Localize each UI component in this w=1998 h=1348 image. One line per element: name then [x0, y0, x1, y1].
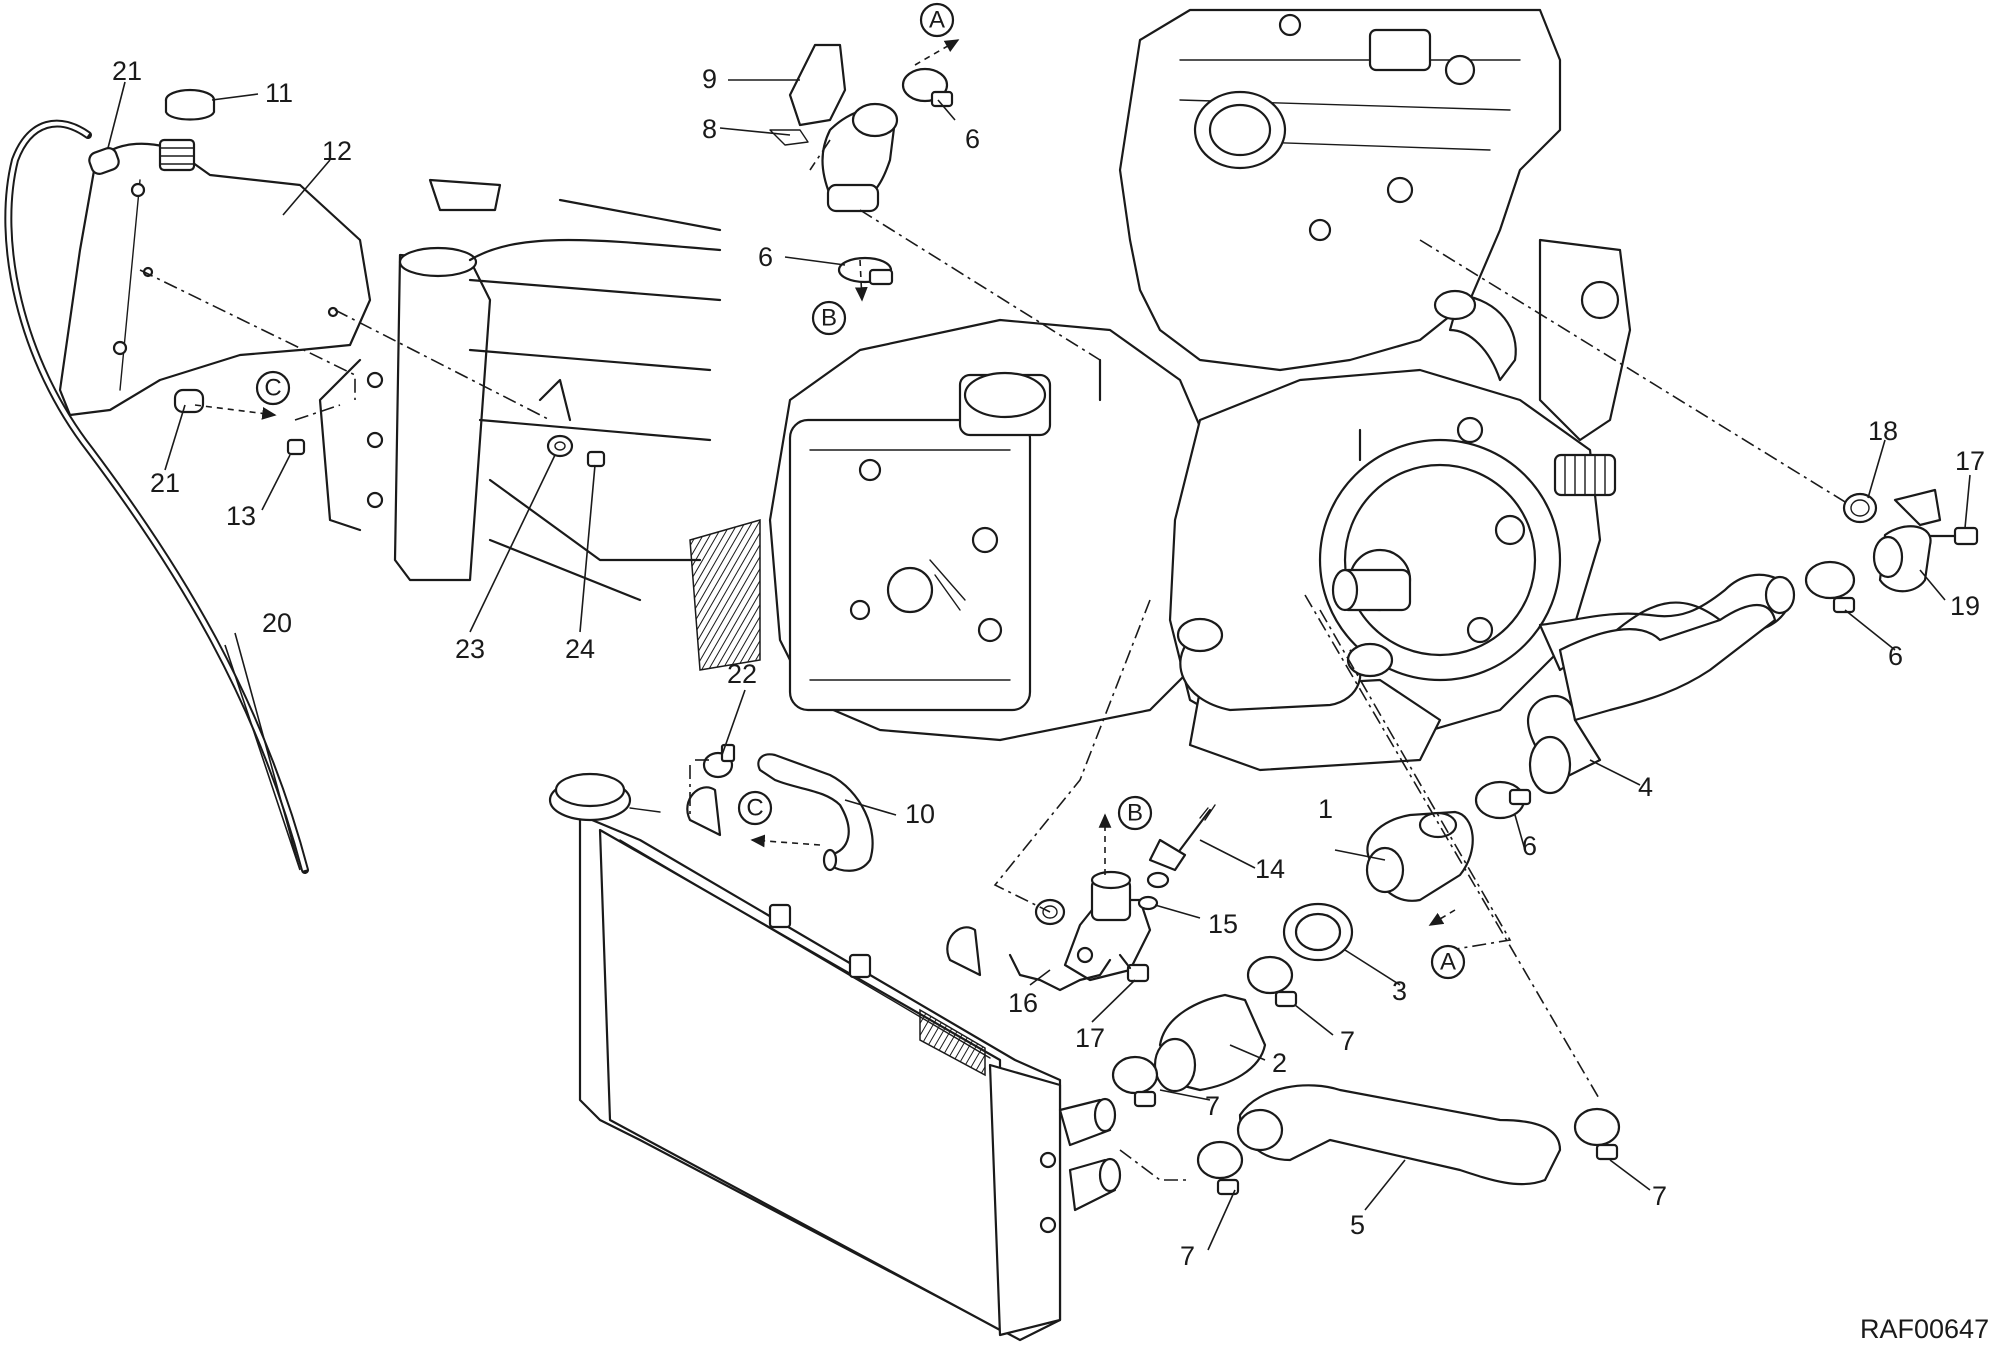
- fitting-16: [1034, 870, 1152, 982]
- screw-17-lower: [1118, 953, 1150, 983]
- label-3: 3: [1392, 976, 1407, 1006]
- hose-clamp-7-a: [1246, 955, 1298, 1008]
- hose-5: [1236, 1084, 1562, 1186]
- screw-17-right: [1928, 526, 1979, 546]
- screw-13: [286, 438, 306, 456]
- hose-clamp-6-top: [901, 67, 954, 108]
- label-6-right: 6: [1888, 641, 1903, 671]
- hose-clip-22: [702, 743, 736, 779]
- label-4: 4: [1638, 772, 1653, 802]
- label-21-lower: 21: [150, 468, 180, 498]
- hose-2: [1153, 993, 1267, 1093]
- upper-hose-fitting: [769, 43, 899, 213]
- hose-4: [1527, 573, 1796, 795]
- radiator: [548, 772, 1122, 1342]
- frame-section: [318, 178, 722, 602]
- hose-clamp-7-c: [1196, 1140, 1244, 1196]
- ref-C-left: C: [264, 375, 281, 402]
- expansion-tank: [58, 138, 372, 417]
- overflow-hose-inner: [6, 121, 307, 871]
- thermostat-fitting-19: [1872, 488, 1942, 593]
- ref-A-top: A: [929, 7, 945, 34]
- label-8: 8: [702, 114, 717, 144]
- label-21-upper: 21: [112, 56, 142, 86]
- label-22: 22: [727, 659, 757, 689]
- washer-15: [1137, 895, 1159, 911]
- filler-cap: [164, 88, 216, 121]
- label-7-d: 7: [1652, 1181, 1667, 1211]
- label-6-mid: 6: [758, 242, 773, 272]
- label-10: 10: [905, 799, 935, 829]
- hose-clamp-7-b: [1111, 1055, 1159, 1108]
- engine-block: [689, 8, 1632, 772]
- label-14: 14: [1255, 854, 1285, 884]
- label-16: 16: [1008, 988, 1038, 1018]
- part-labels: 21 11 12 21 13 23 24 20 9 8 6 6 22 10 14…: [112, 56, 1985, 1271]
- hose-10: [757, 753, 874, 872]
- hose-clamp-6-mid: [837, 256, 894, 286]
- thermostat-1: [1365, 810, 1474, 902]
- label-13: 13: [226, 501, 256, 531]
- label-17-lower: 17: [1075, 1023, 1105, 1053]
- ref-B-lower: B: [1127, 800, 1143, 827]
- ref-C-lower: C: [746, 795, 763, 822]
- hose-clip-21-upper: [88, 147, 120, 175]
- label-6-top: 6: [965, 124, 980, 154]
- ref-B-top: B: [821, 305, 837, 332]
- label-6-lower: 6: [1522, 831, 1537, 861]
- temperature-sensor-14: [1146, 804, 1216, 889]
- label-24: 24: [565, 634, 595, 664]
- hose-clip-21-lower: [173, 388, 205, 414]
- label-9: 9: [702, 64, 717, 94]
- label-2: 2: [1272, 1048, 1287, 1078]
- label-19: 19: [1950, 591, 1980, 621]
- label-17-right: 17: [1955, 446, 1985, 476]
- o-ring-18: [1842, 492, 1878, 524]
- label-20: 20: [262, 608, 292, 638]
- screw-24: [586, 450, 606, 468]
- grommet-23: [546, 434, 574, 458]
- label-12: 12: [322, 136, 352, 166]
- label-5: 5: [1350, 1210, 1365, 1240]
- leader-lines: [107, 79, 1971, 1251]
- hose-clamp-7-d: [1573, 1107, 1621, 1161]
- label-7-c: 7: [1180, 1241, 1195, 1271]
- label-1: 1: [1318, 794, 1333, 824]
- hose-clamp-6-right: [1804, 560, 1856, 614]
- label-7-a: 7: [1340, 1026, 1355, 1056]
- label-23: 23: [455, 634, 485, 664]
- label-11: 11: [265, 78, 293, 108]
- label-15: 15: [1208, 909, 1238, 939]
- assembly-lines: [139, 39, 1851, 1181]
- bracket-16: [1008, 953, 1112, 992]
- ref-A-lower: A: [1440, 949, 1456, 976]
- label-7-b: 7: [1205, 1091, 1220, 1121]
- drawing-code: RAF00647: [1860, 1314, 1989, 1344]
- connection-refs: A B C C B A: [255, 2, 1466, 980]
- hose-clamp-6-lower: [1474, 780, 1532, 820]
- label-18: 18: [1868, 416, 1898, 446]
- seal-3: [1282, 902, 1354, 962]
